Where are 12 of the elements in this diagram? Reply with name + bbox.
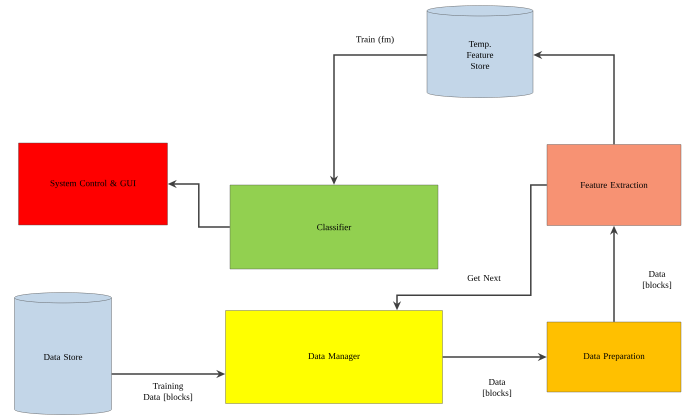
process-box: Data Manager [225, 310, 443, 404]
edge-label: Train (fm) [356, 36, 394, 44]
edge-label: Training Data [blocks] [144, 382, 192, 402]
edge-label: Data [blocks] [642, 270, 672, 290]
process-box: System Control & GUI [18, 142, 168, 226]
process-box: Data Preparation [546, 322, 682, 392]
edge-label: Get Next [468, 274, 501, 282]
storage-cylinder: Data Store [14, 292, 112, 415]
edge-label: Data [blocks] [482, 378, 512, 398]
process-box: Feature Extraction [546, 144, 682, 226]
storage-cylinder: Temp. Feature Store [426, 5, 534, 98]
process-box: Classifier [230, 184, 438, 270]
